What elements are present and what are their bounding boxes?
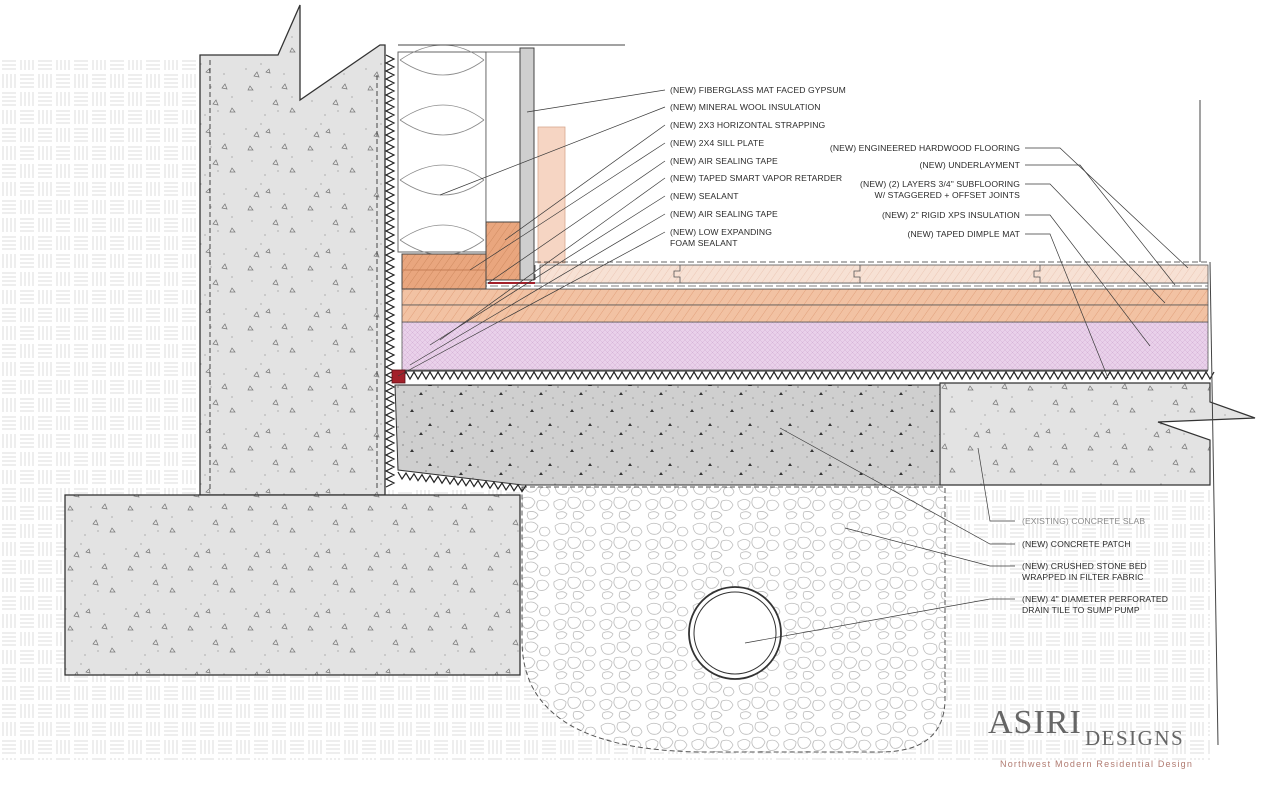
brand-tagline: Northwest Modern Residential Design [1000, 759, 1193, 769]
label-drain-tile-line2: DRAIN TILE TO SUMP PUMP [1022, 605, 1140, 615]
floor-labels: (NEW) ENGINEERED HARDWOOD FLOORING (NEW)… [830, 143, 1021, 239]
existing-concrete-slab [939, 382, 1256, 486]
label-sill-plate: (NEW) 2X4 SILL PLATE [670, 138, 764, 148]
leader-lines [397, 89, 1189, 644]
leader-line [779, 427, 1015, 545]
foam-sealant [391, 369, 406, 384]
label-dimple-mat: (NEW) TAPED DIMPLE MAT [908, 229, 1021, 239]
foundation-wall [199, 4, 386, 496]
footing [64, 494, 521, 676]
label-subflooring-line2: W/ STAGGERED + OFFSET JOINTS [875, 190, 1021, 200]
brand-name-main: ASIRI [988, 704, 1082, 741]
leader-line [844, 527, 1015, 567]
label-mineral-wool: (NEW) MINERAL WOOL INSULATION [670, 102, 821, 112]
sill-plates [401, 221, 521, 290]
leader-line [1025, 147, 1189, 269]
label-hardwood-flooring: (NEW) ENGINEERED HARDWOOD FLOORING [830, 143, 1020, 153]
label-subflooring-line1: (NEW) (2) LAYERS 3/4" SUBFLOORING [860, 179, 1020, 189]
leader-line [744, 598, 1015, 644]
leader-line [409, 213, 666, 366]
dimple-mat [384, 54, 1215, 493]
concrete-patch [394, 384, 941, 486]
subflooring [401, 288, 1209, 323]
label-air-sealing-tape-1: (NEW) AIR SEALING TAPE [670, 156, 778, 166]
rigid-xps-insulation [401, 321, 1209, 371]
label-fiberglass-gypsum: (NEW) FIBERGLASS MAT FACED GYPSUM [670, 85, 846, 95]
below-labels: (EXISTING) CONCRETE SLAB (NEW) CONCRETE … [1022, 516, 1168, 615]
label-sealant: (NEW) SEALANT [670, 191, 739, 201]
label-strapping: (NEW) 2X3 HORIZONTAL STRAPPING [670, 120, 826, 130]
leader-line [504, 124, 666, 241]
hardwood-flooring [539, 264, 1209, 284]
label-vapor-retarder: (NEW) TAPED SMART VAPOR RETARDER [670, 173, 842, 183]
leader-line [439, 177, 666, 341]
leader-line [977, 447, 1015, 522]
label-underlayment: (NEW) UNDERLAYMENT [920, 160, 1021, 170]
leader-line [487, 160, 666, 284]
leader-line [1025, 164, 1176, 286]
label-stone-bed-line2: WRAPPED IN FILTER FABRIC [1022, 572, 1144, 582]
brand-name-sub: DESIGNS [1085, 726, 1184, 750]
label-drain-tile-line1: (NEW) 4" DIAMETER PERFORATED [1022, 594, 1168, 604]
leader-line [397, 231, 666, 377]
drain-tile [688, 586, 782, 680]
label-concrete-patch: (NEW) CONCRETE PATCH [1022, 539, 1131, 549]
leader-line [469, 142, 666, 271]
leader-line [1025, 214, 1151, 347]
label-foam-sealant-line1: (NEW) LOW EXPANDING [670, 227, 772, 237]
leader-line [429, 195, 666, 346]
label-stone-bed-line1: (NEW) CRUSHED STONE BED [1022, 561, 1147, 571]
leader-line [1025, 233, 1109, 379]
label-existing-slab: (EXISTING) CONCRETE SLAB [1022, 516, 1145, 526]
label-air-sealing-tape-2: (NEW) AIR SEALING TAPE [670, 209, 778, 219]
brand-logo: ASIRI DESIGNS Northwest Modern Residenti… [988, 704, 1193, 769]
label-foam-sealant-line2: FOAM SEALANT [670, 238, 738, 248]
leader-line [439, 106, 666, 196]
leader-line [1025, 183, 1166, 304]
mineral-wool-insulation [397, 44, 487, 256]
label-xps-insulation: (NEW) 2" RIGID XPS INSULATION [882, 210, 1020, 220]
strapping-and-gypsum [398, 44, 625, 281]
wall-labels: (NEW) FIBERGLASS MAT FACED GYPSUM (NEW) … [670, 85, 846, 248]
leader-line [526, 89, 666, 113]
